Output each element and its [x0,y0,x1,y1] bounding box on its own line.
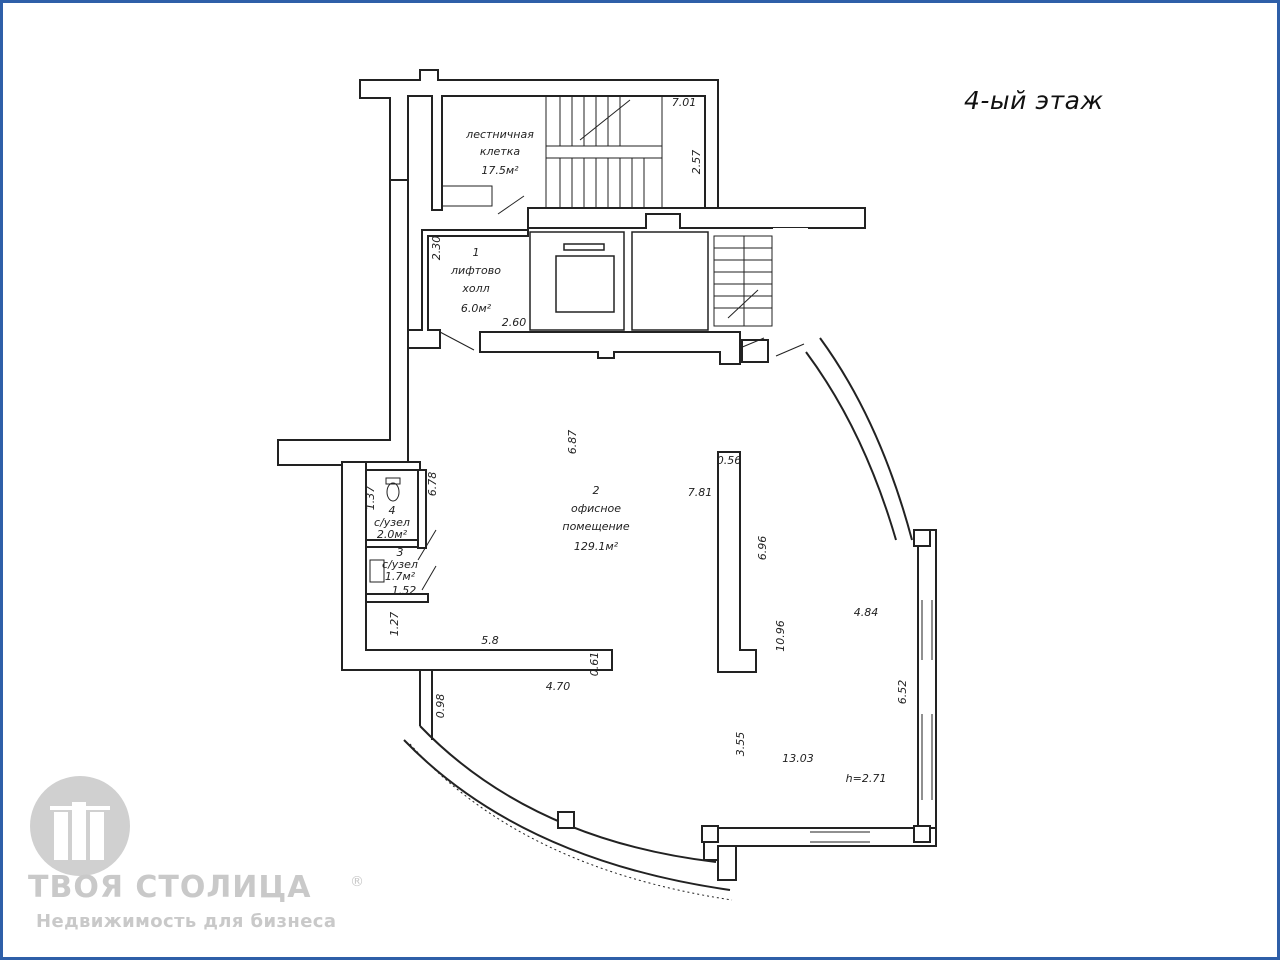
dim-470: 4.70 [546,680,571,693]
dim-152: 1.52 [392,584,417,597]
dim-061: 0.61 [588,652,601,677]
dim-056: 0.56 [717,454,742,467]
dim-height: h=2.71 [846,772,887,785]
stair-label-1: лестничная [465,128,534,141]
office-area: 129.1м² [574,540,619,553]
wc3-label: с/узел [382,558,418,571]
lift-hall-label-1: лифтово [450,264,501,277]
doors [417,195,805,591]
windows-right [810,600,933,843]
floor-title: 4-ый этаж [964,86,1104,115]
brand-logo-icon [30,776,130,876]
lift-shafts [529,231,709,331]
room-labels: лестничная клетка 17.5м² 1 лифтово холл … [374,128,630,583]
wc3-area: 1.7м² [385,570,416,583]
wall-wc-mid [365,539,419,548]
dim-230: 2.30 [430,236,443,261]
brand-tagline: Недвижимость для бизнеса [36,911,337,932]
office-label-2: помещение [562,520,629,533]
stair-label-2: клетка [480,145,520,158]
dim-687: 6.87 [566,430,579,455]
wall-wc-bottom [365,593,429,603]
wall-right-block [773,228,808,334]
wall-bottom-step [717,845,737,881]
dim-257: 2.57 [690,150,703,175]
lift-hall-label-2: холл [461,282,489,295]
wc4-number: 4 [389,504,396,517]
curve-bottom-outer [403,739,731,891]
curve-right-inner [805,351,897,541]
office-number: 2 [593,484,600,497]
stair-area: 17.5м² [481,164,519,177]
dim-260: 2.60 [502,316,527,329]
wall-wc-top [365,461,421,471]
wall-left [277,179,409,466]
dim-58: 5.8 [481,634,499,647]
wc4-label: с/узел [374,516,410,529]
curve-bottom-hatch [409,743,733,901]
lift-hall-area: 6.0м² [461,302,492,315]
pillars [557,529,931,843]
stair-main [545,95,663,209]
dim-137: 1.37 [364,486,377,511]
dim-355: 3.55 [734,732,747,757]
curve-right-outer [819,337,913,541]
dim-1303: 13.03 [782,752,814,765]
wall-corridor [479,331,741,365]
wall-lift-hall [407,229,529,349]
dim-678: 6.78 [426,472,439,497]
dim-701: 7.01 [672,96,697,109]
wall-top-left [359,69,719,211]
dim-098: 0.98 [434,694,447,719]
office-label-1: офисное [571,502,621,515]
dim-1096: 10.96 [774,620,787,652]
wall-wc-right [417,469,427,549]
wall-mid-top [527,207,866,229]
dim-781: 7.81 [688,486,713,499]
lift-hall-number: 1 [473,246,480,259]
wall-bottom-right [703,827,937,861]
curve-bottom-inner [419,725,717,863]
dim-652: 6.52 [896,680,909,705]
dim-696: 6.96 [756,536,769,561]
fixtures [369,185,493,583]
curved-walls [403,337,913,901]
dim-484: 4.84 [854,606,879,619]
office-column [717,451,757,673]
wall-right-top [741,339,769,363]
brand-registered-mark: ® [350,874,364,890]
dimension-labels: 7.01 2.57 2.30 2.60 6.87 7.81 0.56 6.96 … [364,96,909,785]
wc3-number: 3 [397,546,404,559]
dim-127: 1.27 [388,612,401,637]
wall-right-vertical [917,529,937,841]
brand-name: ТВОЯ СТОЛИЦА [28,870,312,905]
stair-secondary [713,235,773,327]
wc4-area: 2.0м² [377,528,408,541]
walls [277,69,937,881]
